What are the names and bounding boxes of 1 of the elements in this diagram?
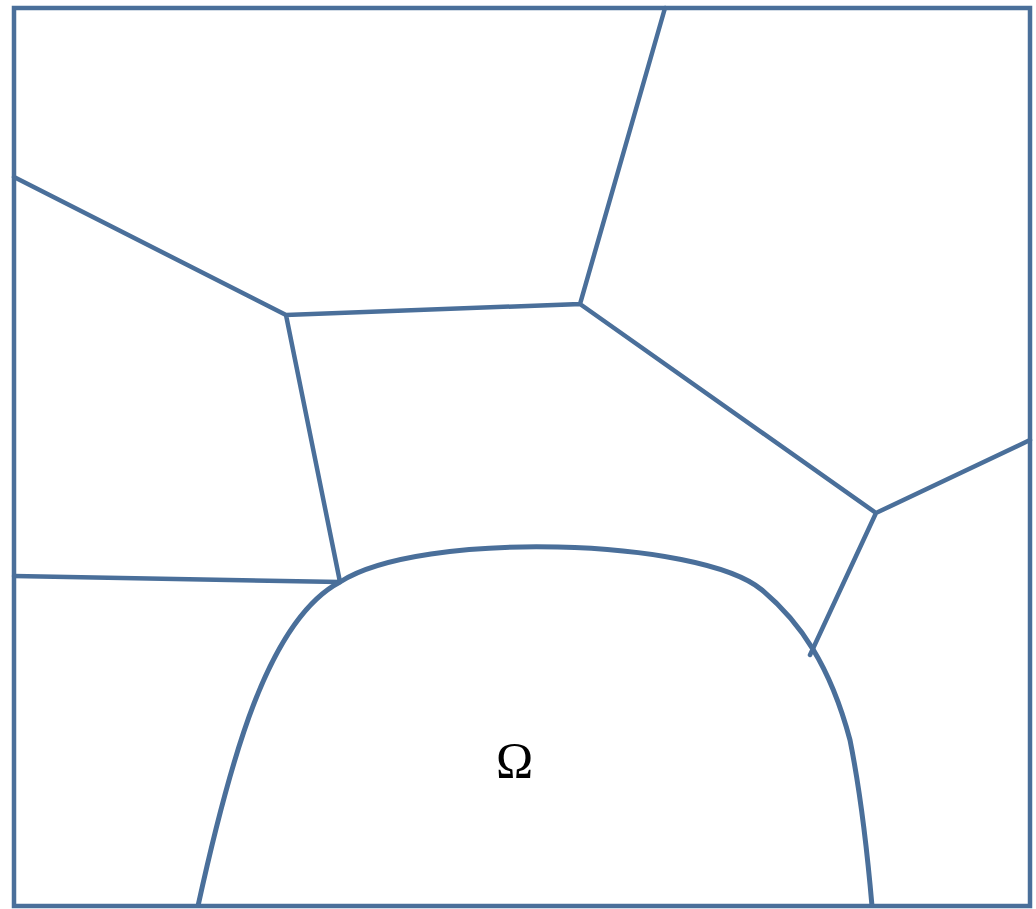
region-label: Ω — [496, 735, 534, 785]
